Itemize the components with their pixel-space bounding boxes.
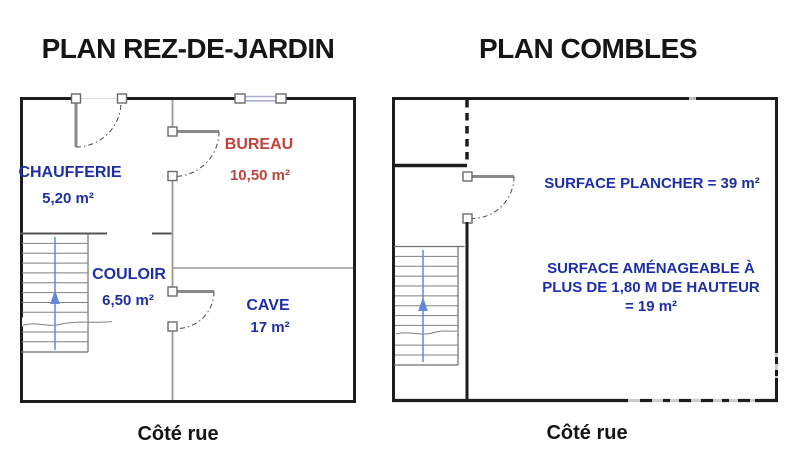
stair-break-line bbox=[22, 321, 113, 326]
right-outer-walls bbox=[392, 97, 778, 403]
stair-break-line bbox=[395, 330, 458, 335]
bureau-window bbox=[234, 93, 287, 104]
right-plan-drawing bbox=[392, 97, 778, 403]
room-label-cave: CAVE bbox=[246, 297, 290, 314]
surface-amenageable-line2: PLUS DE 1,80 M DE HAUTEUR bbox=[542, 279, 760, 296]
bureau-door bbox=[167, 126, 220, 182]
right-staircase bbox=[394, 245, 465, 366]
room-area-chaufferie: 5,20 m² bbox=[42, 190, 94, 207]
street-side-caption-left: Côté rue bbox=[137, 423, 219, 445]
right-plan-title: PLAN COMBLES bbox=[479, 33, 698, 64]
left-plan-drawing bbox=[20, 93, 356, 403]
left-staircase bbox=[21, 233, 113, 353]
surface-amenageable-label: SURFACE AMÉNAGEABLE À PLUS DE 1,80 M DE … bbox=[510, 259, 792, 316]
room-area-bureau: 10,50 m² bbox=[229, 167, 291, 184]
room-label-chaufferie: CHAUFFERIE bbox=[18, 164, 122, 181]
room-label-couloir: COULOIR bbox=[92, 266, 166, 283]
chaufferie-entry-door bbox=[70, 93, 128, 148]
left-outer-walls bbox=[20, 97, 356, 403]
surface-plancher-label: SURFACE PLANCHER = 39 m² bbox=[544, 175, 760, 192]
cave-door bbox=[167, 286, 215, 332]
surface-amenageable-line1: SURFACE AMÉNAGEABLE À bbox=[547, 260, 755, 277]
left-plan-title: PLAN REZ-DE-JARDIN bbox=[41, 33, 335, 64]
room-area-couloir: 6,50 m² bbox=[102, 292, 154, 309]
room-area-cave: 17 m² bbox=[250, 319, 290, 336]
street-side-caption-right: Côté rue bbox=[546, 422, 628, 444]
surface-amenageable-line3: = 19 m² bbox=[624, 298, 678, 315]
stair-direction-arrow bbox=[418, 250, 428, 362]
combles-door bbox=[462, 171, 515, 224]
stair-direction-arrow bbox=[50, 237, 60, 350]
room-label-bureau: BUREAU bbox=[224, 136, 294, 153]
